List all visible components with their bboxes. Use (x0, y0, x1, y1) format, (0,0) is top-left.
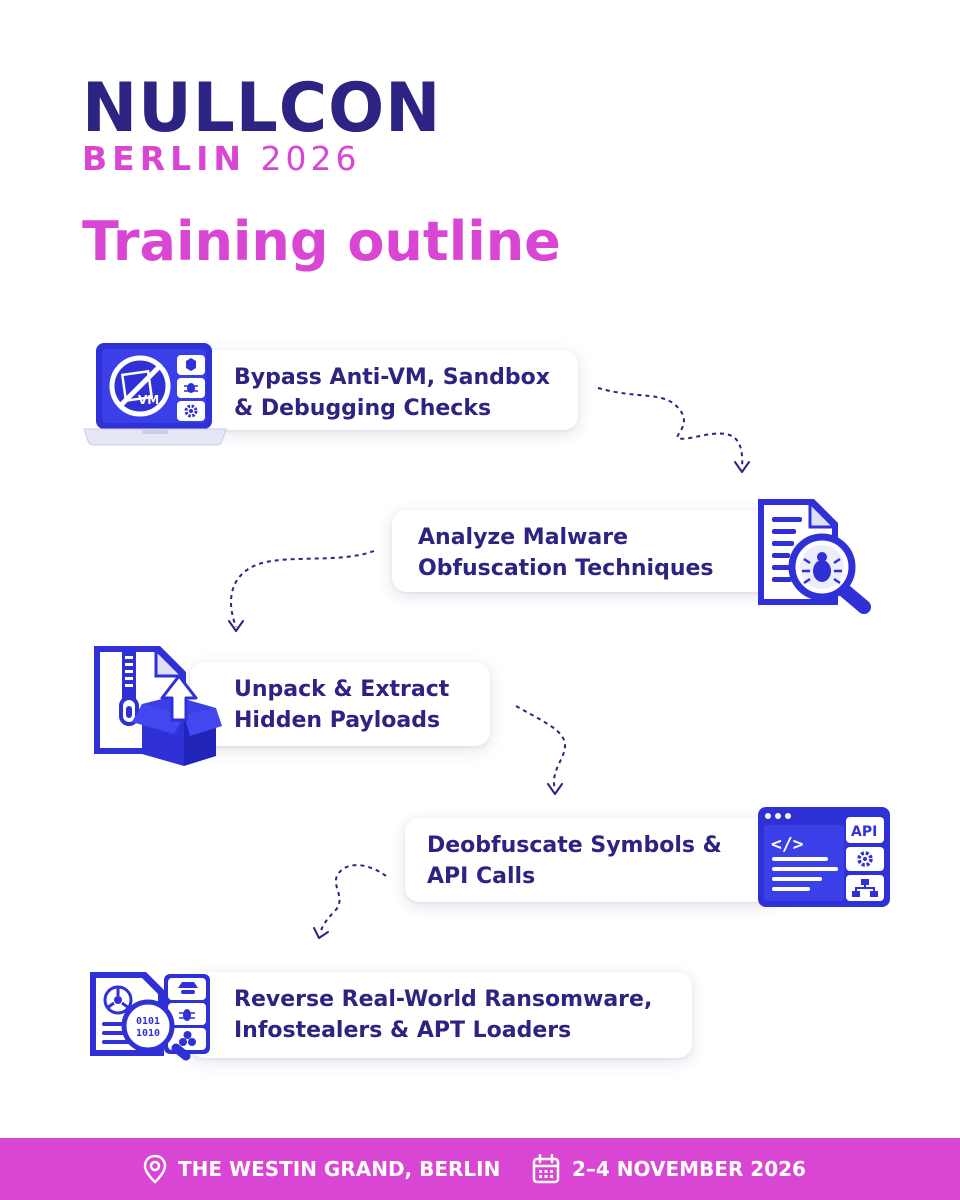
connector-4-5 (313, 864, 387, 939)
svg-text:</>: </> (771, 834, 804, 855)
laptop-anti-vm-icon: VM (83, 343, 227, 446)
logo-city: BERLIN (82, 139, 247, 178)
logo-year: 2026 (260, 139, 361, 178)
calendar-icon (532, 1154, 560, 1184)
logo-nullcon: NULLCON (82, 69, 442, 148)
connector-1-2 (597, 387, 750, 473)
biohazard-document-binary-icon: 0101 1010 (90, 972, 210, 1061)
venue-text: THE WESTIN GRAND, BERLIN (178, 1157, 501, 1181)
step-4-line-2: API Calls (427, 864, 536, 889)
zip-file-box-icon (94, 646, 222, 766)
step-2-line-1: Analyze Malware (418, 525, 629, 550)
step-5-line-2: Infostealers & APT Loaders (234, 1018, 572, 1043)
api-label: API (851, 824, 877, 840)
step-1-line-1: Bypass Anti-VM, Sandbox (234, 365, 550, 390)
binary-line-1: 0101 (136, 1016, 160, 1027)
step-3-line-1: Unpack & Extract (234, 677, 450, 702)
step-card-4: Deobfuscate Symbols & API Calls (405, 818, 780, 902)
step-3-line-2: Hidden Payloads (234, 708, 441, 733)
step-card-3: Unpack & Extract Hidden Payloads (190, 662, 490, 746)
step-1-line-2: & Debugging Checks (234, 396, 492, 421)
step-4-line-1: Deobfuscate Symbols & (427, 833, 722, 858)
connector-3-4 (515, 705, 567, 795)
document-bug-magnifier-icon (758, 499, 871, 614)
connector-2-3 (228, 550, 375, 632)
code-window-api-icon: </> API (758, 807, 890, 907)
step-5-line-1: Reverse Real-World Ransomware, (234, 987, 653, 1012)
step-2-line-2: Obfuscation Techniques (418, 556, 714, 581)
location-pin-icon (143, 1154, 167, 1184)
footer-bar: THE WESTIN GRAND, BERLIN 2–4 NOVEMBER 20… (0, 1138, 960, 1200)
step-card-1: Bypass Anti-VM, Sandbox & Debugging Chec… (190, 350, 578, 430)
binary-line-2: 1010 (136, 1028, 160, 1039)
page-title: Training outline (82, 210, 561, 273)
vm-label: VM (138, 393, 159, 407)
step-card-2: Analyze Malware Obfuscation Techniques (392, 510, 782, 592)
dates-text: 2–4 NOVEMBER 2026 (572, 1157, 806, 1181)
logo-city-year: BERLIN 2026 (82, 140, 361, 178)
step-card-5: Reverse Real-World Ransomware, Infosteal… (190, 972, 692, 1058)
